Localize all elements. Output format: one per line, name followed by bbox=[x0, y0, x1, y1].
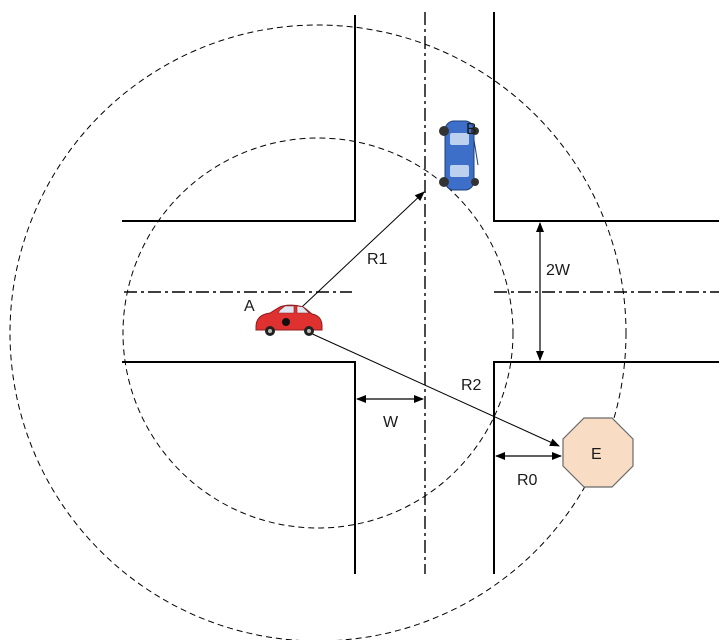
road-edge-bottom-left bbox=[122, 361, 356, 574]
road-edge-bottom-right bbox=[493, 361, 719, 574]
label-r2: R2 bbox=[461, 377, 482, 394]
r1-arrow bbox=[285, 191, 425, 323]
road-center-lines bbox=[124, 12, 719, 574]
label-vehicle-a: A bbox=[244, 298, 255, 315]
outer-range-circle bbox=[9, 24, 627, 640]
r2-arrow bbox=[285, 321, 560, 447]
vehicle-a-position-marker bbox=[282, 318, 290, 326]
point-e-octagon bbox=[562, 417, 634, 488]
road-edge-top-right bbox=[493, 12, 719, 222]
label-r1: R1 bbox=[367, 251, 388, 268]
label-point-e: E bbox=[591, 446, 602, 463]
label-r0: R0 bbox=[517, 472, 538, 489]
road-edges bbox=[122, 12, 719, 574]
vehicle-b-car-icon bbox=[439, 120, 479, 191]
inner-range-circle bbox=[122, 137, 514, 529]
vehicle-a-car-icon bbox=[255, 304, 323, 336]
label-two-w: 2W bbox=[546, 262, 571, 279]
road-edge-top-left bbox=[122, 15, 356, 222]
label-vehicle-b: B bbox=[466, 121, 477, 138]
label-w: W bbox=[383, 414, 399, 431]
